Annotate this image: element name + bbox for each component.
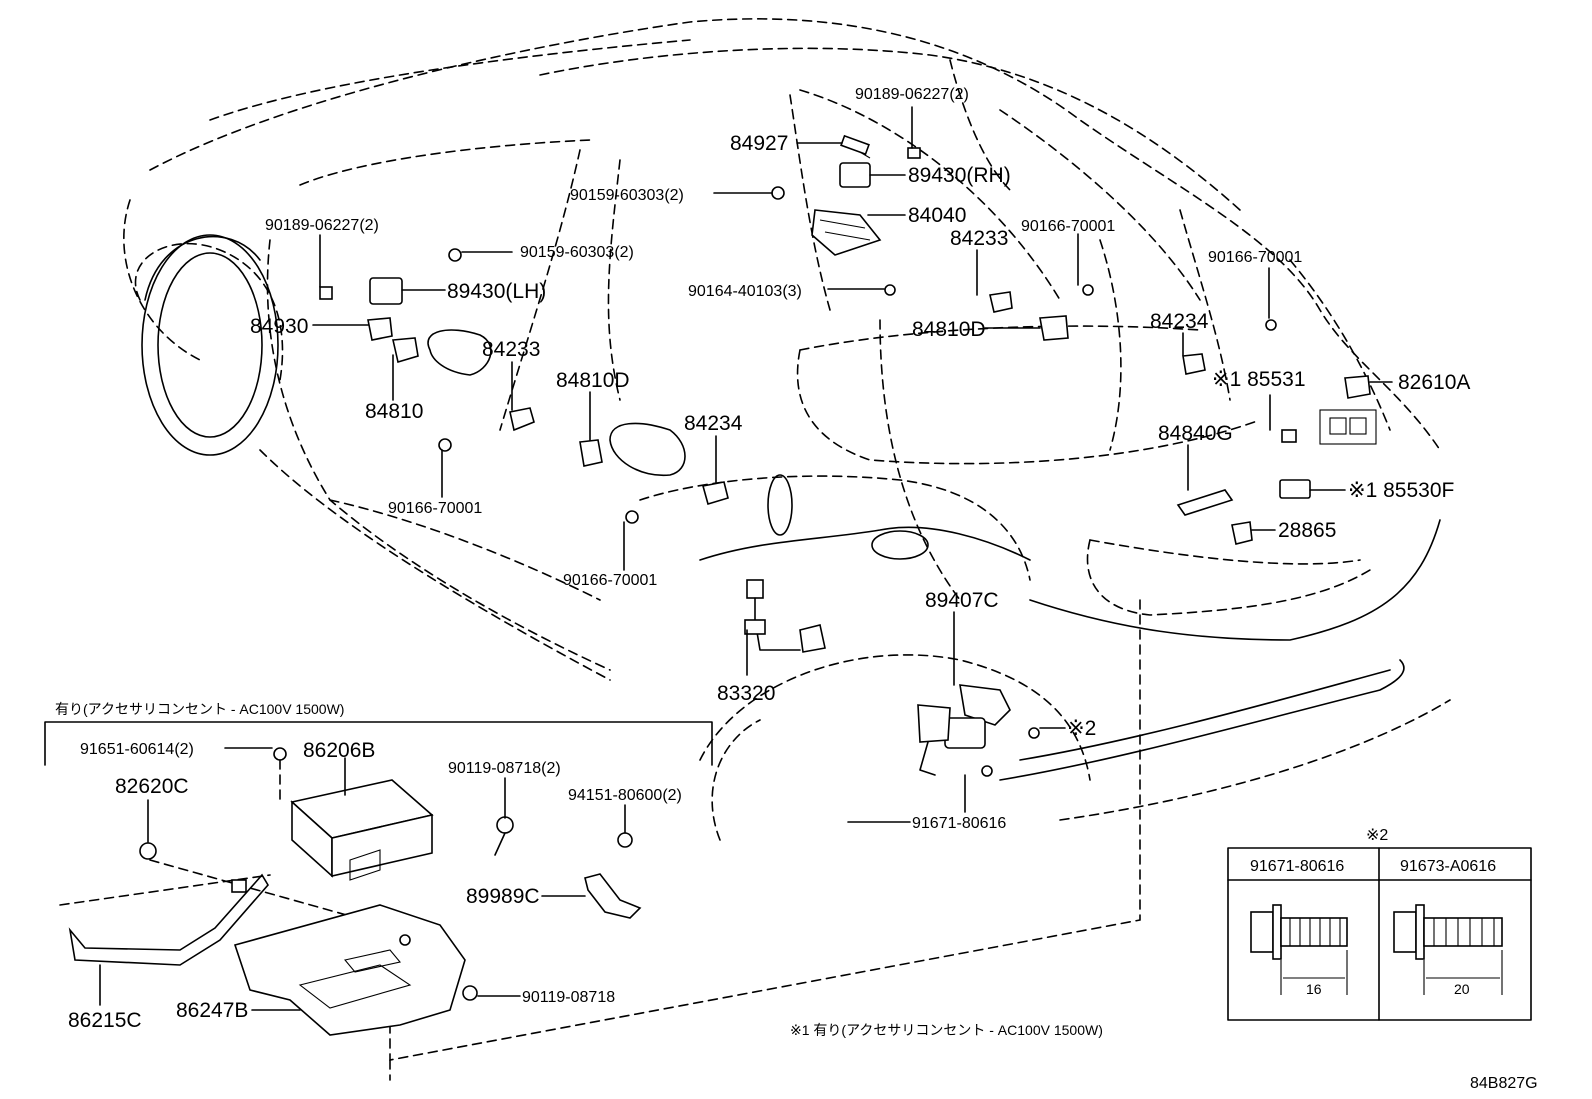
inset-col2-header: 91673-A0616 [1400,858,1496,875]
label-90166-70001-a: 90166-70001 [1021,218,1115,235]
note-accessory-top: 有り(アクセサリコンセント - AC100V 1500W) [55,701,344,717]
inset-title: ※2 [1366,827,1388,844]
label-86206b: 86206B [303,739,375,762]
label-84234-right: 84234 [1150,310,1209,333]
label-82620c: 82620C [115,775,189,798]
label-91651-60614: 91651-60614(2) [80,741,194,758]
inset-col1-header: 91671-80616 [1250,858,1344,875]
label-ref2: ※2 [1067,717,1096,740]
label-86215c: 86215C [68,1009,142,1032]
label-86247b: 86247B [176,999,248,1022]
label-90159-60303-left: 90159-60303(2) [520,244,634,261]
label-90189-06227-top: 90189-06227(2) [855,86,969,103]
label-89430-lh: 89430(LH) [447,280,546,303]
label-90166-70001-left: 90166-70001 [388,500,482,517]
label-84810d-left: 84810D [556,369,630,392]
part-labels: 90189-06227(2) 84927 89430(RH) 90159-603… [55,86,1538,1092]
label-84234-mid: 84234 [684,412,743,435]
label-85530f: ※1 85530F [1348,479,1454,502]
label-89989c: 89989C [466,885,540,908]
label-85531: ※1 85531 [1212,368,1306,391]
label-90159-60303-mid: 90159-60303(2) [570,187,684,204]
label-84810: 84810 [365,400,423,423]
label-90166-70001-b: 90166-70001 [1208,249,1302,266]
inset-col2-dim: 20 [1454,981,1470,997]
inset-col1-dim: 16 [1306,981,1322,997]
label-82610a: 82610A [1398,371,1470,394]
label-84840g: 84840G [1158,422,1233,445]
parts [59,134,1377,1036]
label-84930: 84930 [250,315,308,338]
label-28865: 28865 [1278,519,1336,542]
car-body-outline [123,18,1451,1081]
label-90189-06227-left: 90189-06227(2) [265,217,379,234]
label-89430-rh: 89430(RH) [908,164,1011,187]
label-90166-70001-mid: 90166-70001 [563,572,657,589]
diagram-code: 84B827G [1470,1075,1538,1092]
label-90119-08718: 90119-08718 [522,989,615,1006]
label-84233-right: 84233 [950,227,1008,250]
note-accessory-bottom: ※1 有り(アクセサリコンセント - AC100V 1500W) [790,1022,1103,1038]
label-89407c: 89407C [925,589,999,612]
label-90164-40103: 90164-40103(3) [688,283,802,300]
label-84040: 84040 [908,204,966,227]
label-91671-80616: 91671-80616 [912,815,1006,832]
label-84927: 84927 [730,132,788,155]
label-90119-08718-2: 90119-08718(2) [448,760,561,777]
leader-lines [44,106,1393,1011]
label-84810d-right: 84810D [912,318,986,341]
label-84233-left: 84233 [482,338,540,361]
label-94151-80600: 94151-80600(2) [568,787,682,804]
label-83320: 83320 [717,682,775,705]
inset-bolt-table: ※2 91671-80616 91673-A0616 16 20 [1227,827,1532,1021]
